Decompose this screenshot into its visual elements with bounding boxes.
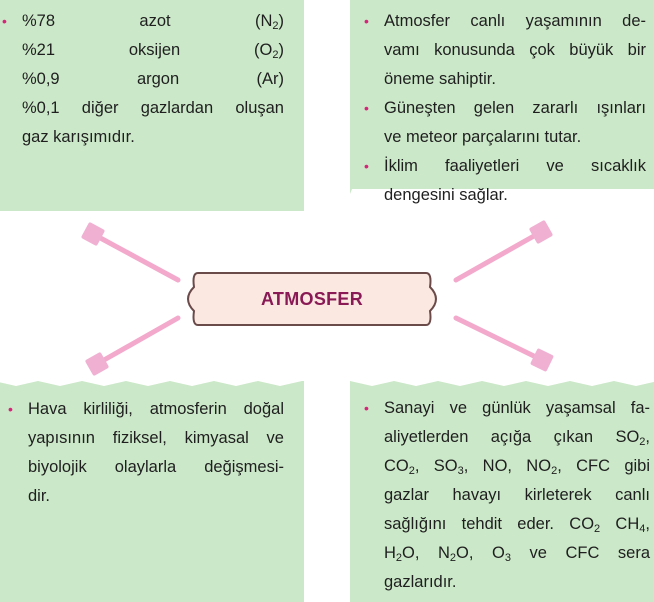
text-line: • Atmosfer canlı yaşamının de- bbox=[364, 7, 646, 36]
bullet-item: • Hava kirliliği, atmosferin doğal yapısın… bbox=[8, 395, 284, 511]
bullet-item: • İklim faaliyetleri ve sıcaklık dengesini… bbox=[364, 152, 646, 210]
text-line-content: %21 oksijen (O2) bbox=[22, 41, 284, 61]
text-line: • Güneşten gelen zararlı ışınları bbox=[364, 94, 646, 123]
bullet-item: • Atmosfer canlı yaşamının de-vamı konusu… bbox=[364, 7, 646, 94]
text-line-content: biyolojik olaylarla değişmesi- bbox=[28, 458, 284, 476]
card-background bbox=[0, 381, 304, 602]
text-line: aliyetlerden açığa çıkan SO2, bbox=[384, 423, 650, 452]
connector-tip bbox=[529, 220, 553, 244]
text-line-content: sağlığını tehdit eder. CO2 CH4, bbox=[384, 515, 650, 535]
text-line-content: Sanayi ve günlük yaşamsal fa- bbox=[384, 399, 650, 417]
text-line-content: vamı konusunda çok büyük bir bbox=[384, 41, 646, 59]
connector-bottom-left bbox=[85, 315, 181, 376]
text-line-content: Atmosfer canlı yaşamının de- bbox=[384, 12, 646, 30]
card-pollution-definition-content: • Hava kirliliği, atmosferin doğal yapısın… bbox=[8, 395, 284, 511]
text-line-content: CO2, SO3, NO, NO2, CFC gibi bbox=[384, 457, 650, 477]
bullet-icon: • bbox=[2, 13, 7, 29]
text-line: CO2, SO3, NO, NO2, CFC gibi bbox=[384, 452, 650, 481]
text-line-content: gazlarıdır. bbox=[384, 573, 457, 591]
text-line-content: dir. bbox=[28, 487, 51, 505]
text-line-content: gazlar havayı kirleterek canlı bbox=[384, 486, 650, 504]
text-line-content: öneme sahiptir. bbox=[384, 70, 496, 88]
text-line: gazlarıdır. bbox=[384, 568, 650, 597]
text-line: H2O, N2O, O3 ve CFC sera bbox=[384, 539, 650, 568]
text-line: dir. bbox=[28, 482, 284, 511]
connector-tip bbox=[81, 222, 105, 246]
text-line-content: ve meteor parçalarını tutar. bbox=[384, 128, 582, 146]
text-line: • Hava kirliliği, atmosferin doğal bbox=[8, 395, 284, 424]
text-line: %0,9 argon (Ar) bbox=[22, 65, 284, 94]
bullet-icon: • bbox=[8, 401, 13, 417]
card-pollutants: • Sanayi ve günlük yaşamsal fa-aliyetlerd… bbox=[350, 381, 654, 602]
text-line-content: %0,9 argon (Ar) bbox=[22, 70, 284, 88]
bullet-icon: • bbox=[364, 100, 369, 116]
text-line: • %78 azot (N2) bbox=[2, 7, 284, 36]
center-label-text: ATMOSFER bbox=[260, 288, 364, 309]
card-background bbox=[350, 381, 654, 602]
text-line: yapısının fiziksel, kimyasal ve bbox=[28, 424, 284, 453]
connector-tip bbox=[530, 348, 554, 372]
center-label-shape bbox=[187, 272, 437, 326]
connector-top-left bbox=[81, 222, 181, 283]
text-line: biyolojik olaylarla değişmesi- bbox=[28, 453, 284, 482]
text-line: • Sanayi ve günlük yaşamsal fa- bbox=[364, 394, 650, 423]
text-line: gazlar havayı kirleterek canlı bbox=[384, 481, 650, 510]
text-line: • İklim faaliyetleri ve sıcaklık bbox=[364, 152, 646, 181]
text-line: %0,1 diğer gazlardan oluşan bbox=[22, 94, 284, 123]
bullet-item: • Güneşten gelen zararlı ışınları ve meteo… bbox=[364, 94, 646, 152]
text-line-content: aliyetlerden açığa çıkan SO2, bbox=[384, 428, 650, 448]
text-line-content: %78 azot (N2) bbox=[22, 12, 284, 32]
bullet-icon: • bbox=[364, 158, 369, 174]
text-line: ve meteor parçalarını tutar. bbox=[384, 123, 646, 152]
text-line-content: yapısının fiziksel, kimyasal ve bbox=[28, 429, 284, 447]
connector-top-right bbox=[453, 220, 553, 283]
text-line-content: gaz karışımıdır. bbox=[22, 128, 135, 146]
text-line: sağlığını tehdit eder. CO2 CH4, bbox=[384, 510, 650, 539]
card-pollution-definition: • Hava kirliliği, atmosferin doğal yapısın… bbox=[0, 381, 304, 602]
card-background bbox=[350, 0, 654, 194]
card-pollutants-content: • Sanayi ve günlük yaşamsal fa-aliyetlerd… bbox=[364, 394, 650, 597]
center-label: ATMOSFER bbox=[180, 271, 444, 327]
connector-bottom-right bbox=[453, 315, 554, 372]
text-line: %21 oksijen (O2) bbox=[22, 36, 284, 65]
card-importance-content: • Atmosfer canlı yaşamının de-vamı konusu… bbox=[364, 7, 646, 210]
text-line: vamı konusunda çok büyük bir bbox=[384, 36, 646, 65]
text-line-content: Güneşten gelen zararlı ışınları bbox=[384, 99, 646, 117]
text-line-content: Hava kirliliği, atmosferin doğal bbox=[28, 400, 284, 418]
bullet-icon: • bbox=[364, 400, 369, 416]
text-line: öneme sahiptir. bbox=[384, 65, 646, 94]
card-composition: • %78 azot (N2) %21 oksijen (O2) %0,9 argon… bbox=[0, 0, 304, 216]
text-line: dengesini sağlar. bbox=[384, 181, 646, 210]
text-line-content: İklim faaliyetleri ve sıcaklık bbox=[384, 157, 646, 175]
bullet-icon: • bbox=[364, 13, 369, 29]
card-background bbox=[0, 0, 304, 211]
bullet-item: • %78 azot (N2) %21 oksijen (O2) %0,9 argon… bbox=[2, 7, 284, 152]
connector-tip bbox=[85, 352, 109, 376]
text-line-content: %0,1 diğer gazlardan oluşan bbox=[22, 99, 284, 117]
text-line-content: H2O, N2O, O3 ve CFC sera bbox=[384, 544, 651, 564]
text-line-content: dengesini sağlar. bbox=[384, 186, 508, 204]
text-line: gaz karışımıdır. bbox=[22, 123, 284, 152]
bullet-item: • Sanayi ve günlük yaşamsal fa-aliyetlerd… bbox=[364, 394, 650, 597]
card-composition-content: • %78 azot (N2) %21 oksijen (O2) %0,9 argon… bbox=[2, 7, 284, 152]
card-importance: • Atmosfer canlı yaşamının de-vamı konusu… bbox=[350, 0, 654, 204]
